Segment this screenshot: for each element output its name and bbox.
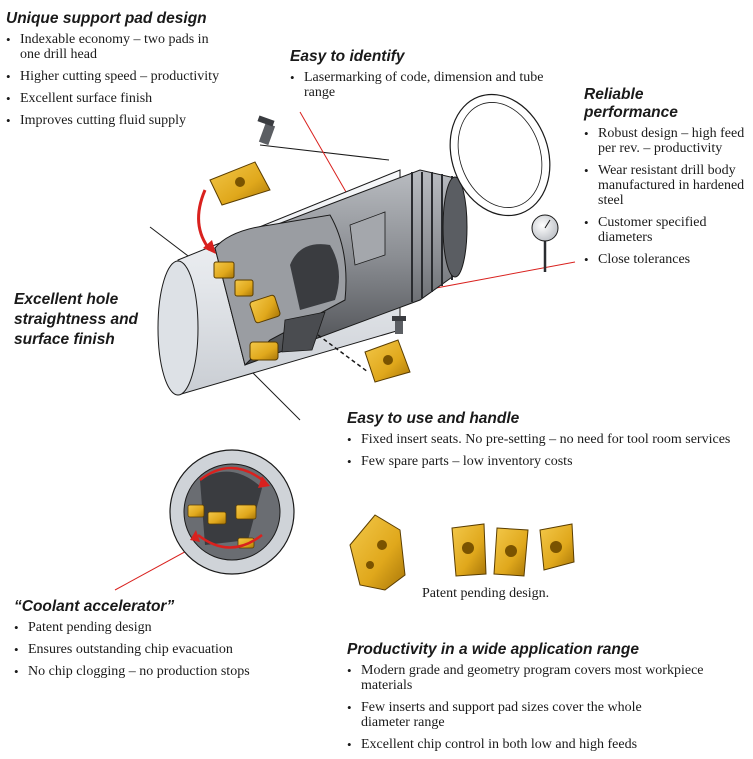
section-coolant: “Coolant accelerator” Patent pending des… xyxy=(14,598,314,686)
list-item: Modern grade and geometry program covers… xyxy=(347,663,747,693)
list-item: Ensures outstanding chip evacuation xyxy=(14,642,314,657)
heading-reliable-line2: performance xyxy=(584,104,678,121)
section-productivity: Productivity in a wide application range… xyxy=(347,641,747,759)
heading-reliable-line1: Reliable xyxy=(584,86,644,103)
list-easy-use: Fixed insert seats. No pre-setting – no … xyxy=(347,432,742,469)
heading-unique-pad: Unique support pad design xyxy=(6,10,207,27)
section-straightness: Excellent hole straightness and surface … xyxy=(14,290,184,350)
straightness-line3: surface finish xyxy=(14,331,115,348)
cutting-insert-right xyxy=(317,316,411,383)
support-pad-insert-top xyxy=(209,115,276,206)
drill-body xyxy=(213,169,468,366)
list-item: Close tolerances xyxy=(584,252,749,267)
list-item: Robust design – high feed per rev. – pro… xyxy=(584,126,749,156)
straightness-line1: Excellent hole xyxy=(14,291,119,308)
list-item: Customer specified diameters xyxy=(584,215,749,245)
list-item: Wear resistant drill body manufactured i… xyxy=(584,163,749,208)
list-item: Patent pending design xyxy=(14,620,314,635)
list-item: Fixed insert seats. No pre-setting – no … xyxy=(347,432,742,447)
list-item: Excellent surface finish xyxy=(6,91,251,106)
list-item: Improves cutting fluid supply xyxy=(6,113,251,128)
list-item: No chip clogging – no production stops xyxy=(14,664,314,679)
heading-reliable: Reliable performance xyxy=(584,86,749,122)
list-item: Excellent chip control in both low and h… xyxy=(347,737,747,752)
list-productivity: Modern grade and geometry program covers… xyxy=(347,663,747,752)
coolant-accelerator-view xyxy=(169,449,295,575)
heading-productivity: Productivity in a wide application range xyxy=(347,641,639,658)
list-reliable: Robust design – high feed per rev. – pro… xyxy=(584,126,749,267)
heading-easy-use: Easy to use and handle xyxy=(347,410,520,427)
support-pad-cluster xyxy=(349,514,406,591)
list-item: Higher cutting speed – productivity xyxy=(6,69,251,84)
list-coolant: Patent pending design Ensures outstandin… xyxy=(14,620,314,679)
list-item: Few inserts and support pad sizes cover … xyxy=(347,700,691,730)
section-easy-use: Easy to use and handle Fixed insert seat… xyxy=(347,410,742,476)
red-arrow xyxy=(197,189,212,251)
straightness-line2: straightness and xyxy=(14,311,139,328)
list-unique-pad: Indexable economy – two pads in one dril… xyxy=(6,32,251,128)
heading-easy-identify: Easy to identify xyxy=(290,48,405,65)
gauge-icon xyxy=(531,214,559,272)
section-unique-pad: Unique support pad design Indexable econ… xyxy=(6,10,251,135)
section-easy-identify: Easy to identify Lasermarking of code, d… xyxy=(290,48,550,107)
section-reliable: Reliable performance Robust design – hig… xyxy=(584,86,749,274)
cutting-inserts-row xyxy=(451,523,575,577)
list-item: Lasermarking of code, dimension and tube… xyxy=(290,70,544,100)
patent-caption: Patent pending design. xyxy=(422,586,550,601)
list-easy-identify: Lasermarking of code, dimension and tube… xyxy=(290,70,550,100)
list-item: Few spare parts – low inventory costs xyxy=(347,454,742,469)
heading-coolant: “Coolant accelerator” xyxy=(14,598,175,615)
list-item: Indexable economy – two pads in one dril… xyxy=(6,32,225,62)
